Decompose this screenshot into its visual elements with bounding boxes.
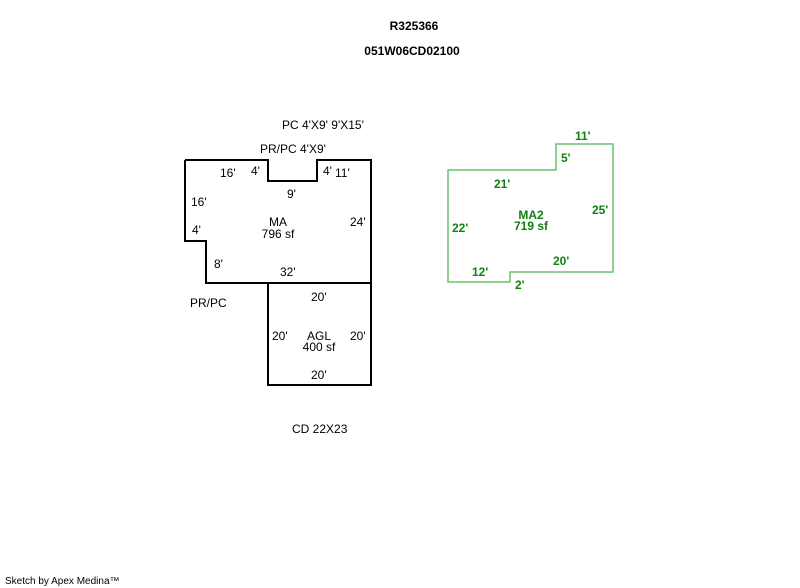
ma-dim: 32' xyxy=(280,265,296,279)
ma2-dim: 11' xyxy=(575,129,591,143)
ma-dim: 24' xyxy=(350,215,366,229)
ma2-dim: 2' xyxy=(515,278,525,292)
agl-area: 400 sf xyxy=(302,340,336,354)
ma2-dim: 5' xyxy=(561,151,571,165)
pc-label: PC 4'X9' 9'X15' xyxy=(282,118,364,132)
ma-area: 796 sf xyxy=(261,227,295,241)
ma2-dim: 12' xyxy=(472,265,489,279)
ma-dim: 11' xyxy=(335,166,350,180)
agl-dim: 20' xyxy=(350,329,366,343)
agl-dim: 20' xyxy=(311,368,327,382)
cd-label: CD 22X23 xyxy=(292,422,348,436)
ma2-outline xyxy=(447,143,614,283)
map-number: 051W06CD02100 xyxy=(364,44,460,58)
ma-dim: 4' xyxy=(251,164,260,178)
ma2-dim: 25' xyxy=(592,203,609,217)
ma2-dim: 21' xyxy=(494,177,511,191)
prpc-top-label: PR/PC 4'X9' xyxy=(260,142,326,156)
agl-name: AGL xyxy=(306,329,332,343)
ma-dim: 4' xyxy=(192,223,201,237)
ma-dim: 4' xyxy=(323,164,332,178)
parcel-id: R325366 xyxy=(389,19,439,33)
ma-name: MA xyxy=(269,215,287,229)
ma-dim: 16' xyxy=(220,166,236,180)
agl-dim: 20' xyxy=(311,290,327,304)
ma2-name: MA2 xyxy=(518,208,544,222)
agl-outline xyxy=(267,283,372,386)
ma-dim: 9' xyxy=(287,187,296,201)
ma-outline xyxy=(184,159,372,284)
footer-credit: Sketch by Apex Medina™ xyxy=(5,576,120,587)
ma2-dim: 20' xyxy=(553,254,570,268)
agl-dim: 20' xyxy=(272,329,288,343)
ma2-area: 719 sf xyxy=(513,219,549,233)
ma-dim: 8' xyxy=(214,257,223,271)
prpc-left-label: PR/PC xyxy=(190,296,227,310)
ma-dim: 16' xyxy=(191,195,207,209)
ma2-dim: 22' xyxy=(452,221,469,235)
